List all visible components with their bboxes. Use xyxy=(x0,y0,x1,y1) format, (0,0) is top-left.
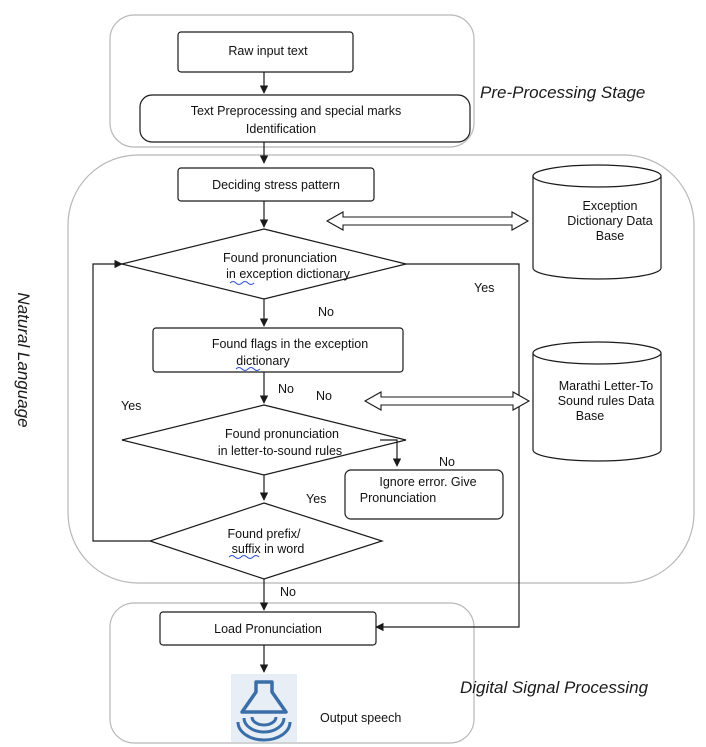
marathi-db-label-3: Base xyxy=(576,409,605,423)
text-preprocessing-label-2: Identification xyxy=(246,122,316,136)
found-flags-label-2: dictionary xyxy=(236,354,290,368)
stress-pattern-label: Deciding stress pattern xyxy=(212,178,340,192)
stress-pattern-box xyxy=(177,167,375,202)
marathi-lts-database: Marathi Letter-To Sound rules Data Base xyxy=(532,341,662,462)
text-preprocessing-box xyxy=(139,94,471,143)
marathi-db-label-2: Sound rules Data xyxy=(558,394,655,408)
raw-input-box xyxy=(177,31,354,73)
exception-decision-label-2: in exception dictionary xyxy=(226,267,350,281)
found-flags-label-1: Found flags in the exception xyxy=(212,337,368,351)
pre-processing-stage-label: Pre-Processing Stage xyxy=(480,83,645,102)
natural-language-label: Natural Language xyxy=(14,292,33,427)
marathi-db-double-arrow xyxy=(363,391,531,411)
speaker-icon xyxy=(231,674,297,742)
prefix-decision-label-1: Found prefix/ xyxy=(228,527,301,541)
no-exception-label: No xyxy=(318,305,334,319)
lts-decision-label-2: in letter-to-sound rules xyxy=(218,444,342,458)
marathi-db-label-1: Marathi Letter-To xyxy=(559,379,654,393)
ignore-error-label-2: Pronunciation xyxy=(360,491,436,505)
text-preprocessing-label-1: Text Preprocessing and special marks xyxy=(191,104,402,118)
ignore-error-label-1: Ignore error. Give xyxy=(379,475,476,489)
natural-language-region xyxy=(67,154,695,584)
output-speech-label: Output speech xyxy=(320,711,401,725)
found-flags-box xyxy=(152,327,404,373)
exception-database: Exception Dictionary Data Base xyxy=(532,164,662,280)
lts-decision-label-1: Found pronunciation xyxy=(225,427,339,441)
prefix-decision-label-2: suffix in word xyxy=(232,542,305,556)
no-lts-label: No xyxy=(439,455,455,469)
yes-exception-label: Yes xyxy=(474,281,494,295)
no-middle-label: No xyxy=(316,389,332,403)
no-prefix-label: No xyxy=(280,585,296,599)
pre-processing-region xyxy=(109,14,475,148)
yes-loop-label: Yes xyxy=(121,399,141,413)
raw-input-label: Raw input text xyxy=(228,44,308,58)
load-pronunciation-label: Load Pronunciation xyxy=(214,622,322,636)
dsp-region xyxy=(109,602,475,744)
ignore-error-box xyxy=(344,469,504,520)
load-pronunciation-box xyxy=(159,611,377,646)
exception-db-label-1: Exception xyxy=(583,199,638,213)
exception-db-label-2: Dictionary Data xyxy=(567,214,652,228)
exception-db-double-arrow xyxy=(325,211,530,231)
no-flags-label: No xyxy=(278,382,294,396)
digital-signal-processing-label: Digital Signal Processing xyxy=(460,678,649,697)
exception-decision-label-1: Found pronunciation xyxy=(223,251,337,265)
exception-db-label-3: Base xyxy=(596,229,625,243)
yes-prefix-label: Yes xyxy=(306,492,326,506)
